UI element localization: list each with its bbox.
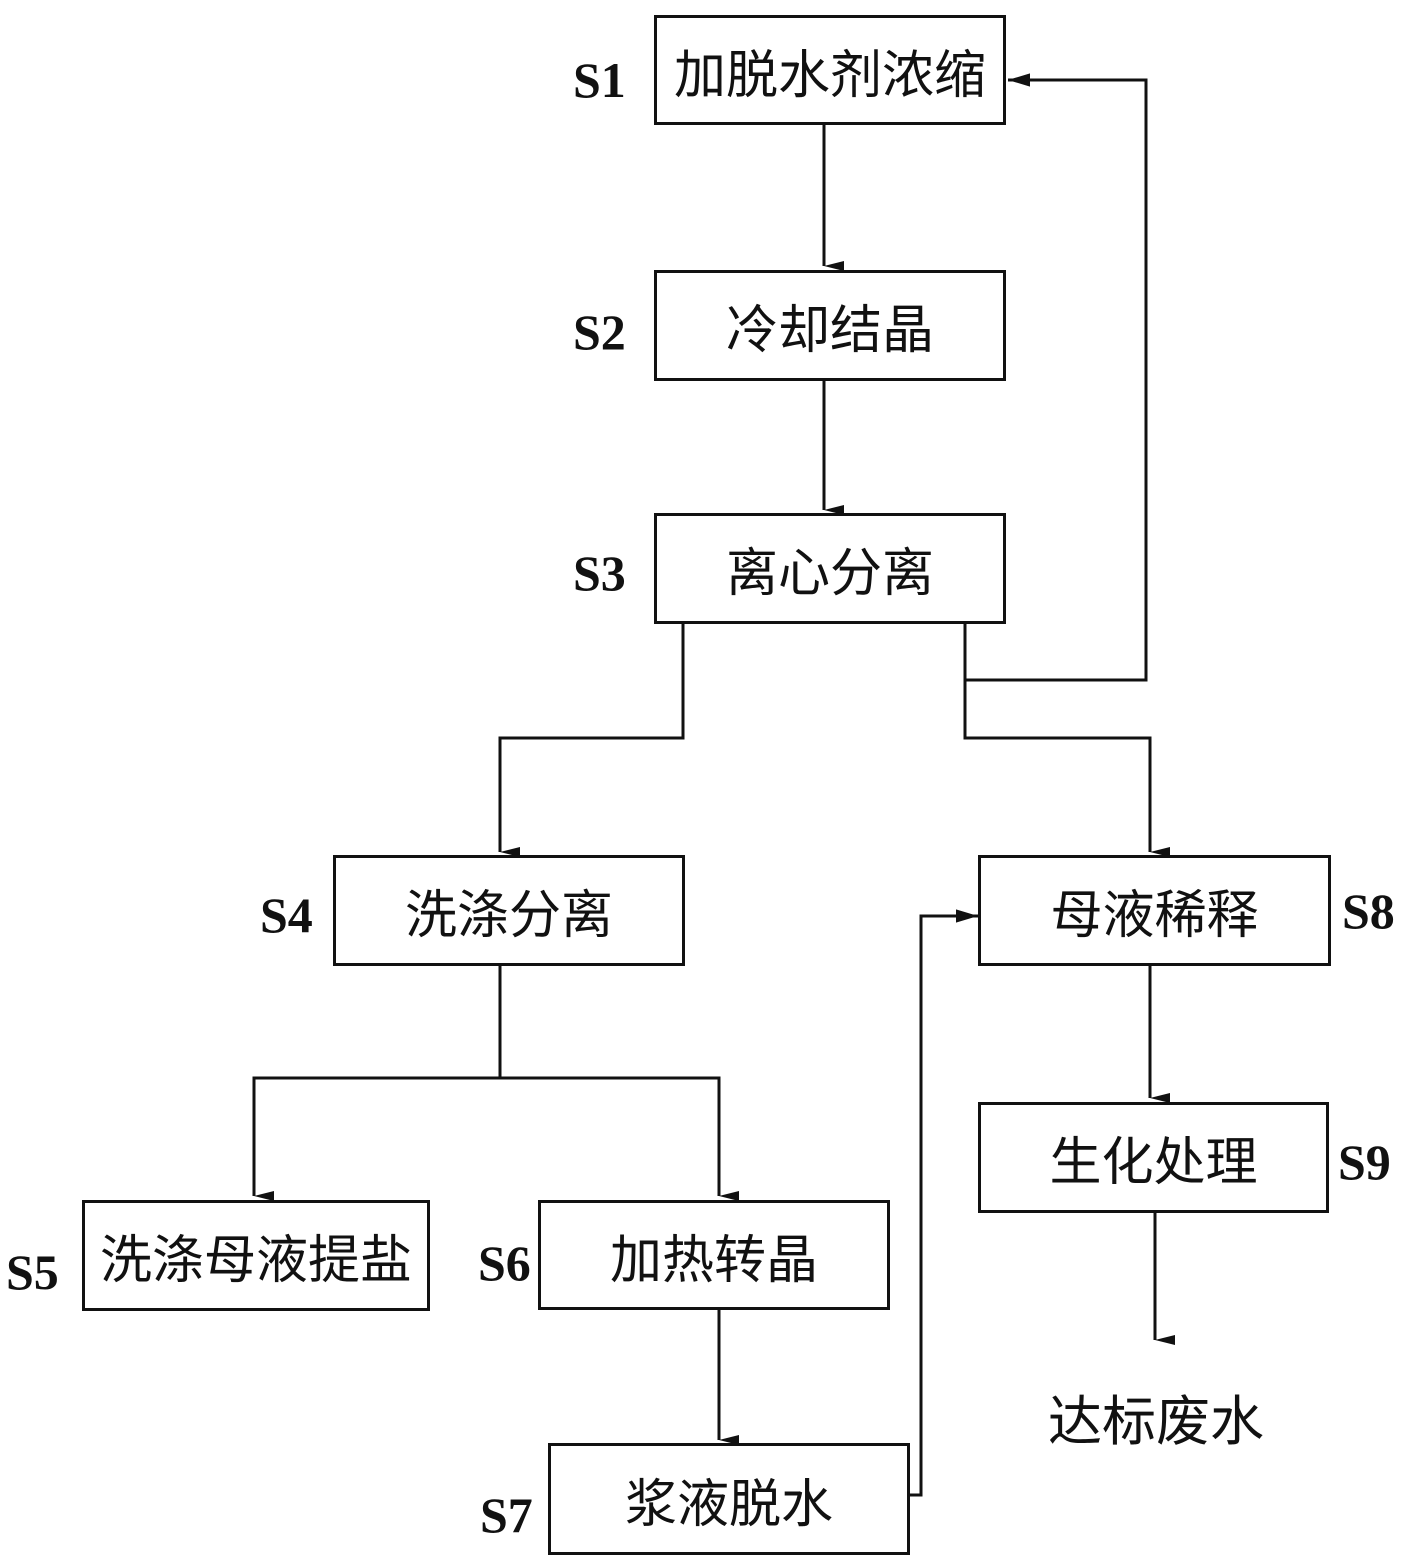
- arrow-s3-s1-recycle: [965, 73, 1148, 682]
- step-s9-box: 生化处理: [978, 1102, 1329, 1213]
- arrow-s4-s6: [500, 1076, 739, 1201]
- step-s5-box: 洗涤母液提盐: [82, 1200, 430, 1311]
- step-s7-box: 浆液脱水: [548, 1443, 910, 1555]
- step-s1-box: 加脱水剂浓缩: [654, 15, 1006, 125]
- step-s1-label: 加脱水剂浓缩: [673, 45, 986, 106]
- step-s9-label: 生化处理: [1049, 1133, 1258, 1193]
- step-s3-label: 离心分离: [725, 544, 934, 604]
- step-s1-id: S1: [573, 52, 626, 108]
- output-label: 达标废水: [1048, 1390, 1264, 1453]
- step-s6-box: 加热转晶: [538, 1200, 890, 1310]
- arrow-s4-s5: [252, 965, 502, 1201]
- step-s8-box: 母液稀释: [978, 855, 1331, 966]
- step-s6-label: 加热转晶: [609, 1230, 818, 1291]
- step-s4-id: S4: [260, 887, 313, 943]
- arrow-s7-s8: [906, 909, 978, 1497]
- step-s3-box: 离心分离: [654, 513, 1006, 624]
- step-s6-id: S6: [478, 1235, 531, 1291]
- arrow-s3-s4: [498, 622, 685, 857]
- step-s2-box: 冷却结晶: [654, 270, 1006, 381]
- step-s9-id: S9: [1338, 1134, 1391, 1190]
- step-s4-label: 洗涤分离: [404, 886, 613, 946]
- step-s4-box: 洗涤分离: [333, 855, 685, 966]
- arrow-s3-s8: [963, 622, 1170, 857]
- step-s2-id: S2: [573, 304, 626, 360]
- step-s5-label: 洗涤母液提盐: [99, 1231, 412, 1291]
- step-s7-label: 浆液脱水: [624, 1474, 833, 1535]
- step-s7-id: S7: [480, 1487, 533, 1543]
- step-s5-id: S5: [6, 1244, 59, 1300]
- step-s8-label: 母液稀释: [1050, 886, 1259, 946]
- step-s2-label: 冷却结晶: [725, 301, 934, 361]
- step-s8-id: S8: [1342, 883, 1395, 939]
- step-s3-id: S3: [573, 545, 626, 601]
